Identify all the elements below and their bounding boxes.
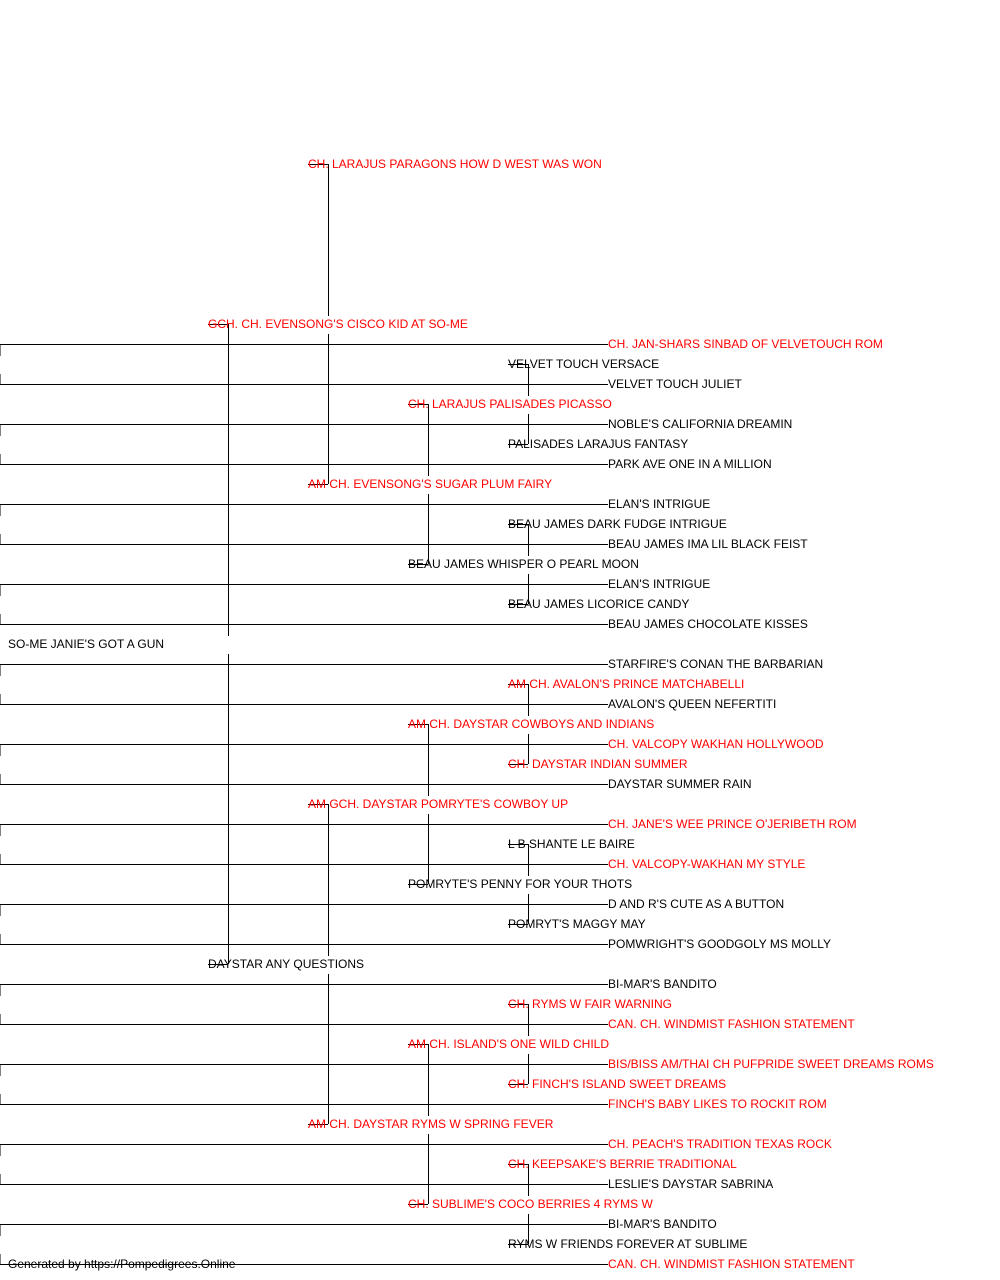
- dog-sire-dam-dam-name[interactable]: BEAU JAMES WHISPER O PEARL MOON: [408, 557, 639, 571]
- dog-dam-sire-dam-sire-sire-name[interactable]: CH. JANE'S WEE PRINCE O'JERIBETH ROM: [608, 817, 857, 831]
- dog-dam-dam-dam-sire-name[interactable]: CH. KEEPSAKE'S BERRIE TRADITIONAL: [508, 1157, 737, 1171]
- dog-dam-sire-sire-dam-name[interactable]: CH. DAYSTAR INDIAN SUMMER: [508, 757, 688, 771]
- dog-sire-dam-dam-dam-name[interactable]: BEAU JAMES LICORICE CANDY: [508, 597, 690, 611]
- generated-by-footer: Generated by https://Pompedigrees.Online: [8, 1257, 236, 1271]
- dog-sire-dam-sire-sire-name[interactable]: VELVET TOUCH VERSACE: [508, 357, 660, 371]
- dog-dam-dam-sire-dam-dam-name[interactable]: FINCH'S BABY LIKES TO ROCKIT ROM: [608, 1097, 827, 1111]
- dog-dam-sire-dam-dam-sire-name[interactable]: D AND R'S CUTE AS A BUTTON: [608, 897, 785, 911]
- dog-dam-sire-dam-name[interactable]: POMRYTE'S PENNY FOR YOUR THOTS: [408, 877, 633, 891]
- dog-sire-dam-sire-sire-sire-name[interactable]: CH. JAN-SHARS SINBAD OF VELVETOUCH ROM: [608, 337, 883, 351]
- dog-sire-dam-sire-name[interactable]: CH. LARAJUS PALISADES PICASSO: [408, 397, 612, 411]
- dog-dam-sire-dam-sire-name[interactable]: L B SHANTE LE BAIRE: [508, 837, 635, 851]
- dog-dam-name[interactable]: DAYSTAR ANY QUESTIONS: [208, 957, 365, 971]
- dog-dam-dam-sire-sire-name[interactable]: CH. RYMS W FAIR WARNING: [508, 997, 673, 1011]
- dog-dam-dam-dam-dam-dam-name[interactable]: CAN. CH. WINDMIST FASHION STATEMENT: [608, 1257, 855, 1271]
- dog-sire-dam-dam-dam-sire-name[interactable]: ELAN'S INTRIGUE: [608, 577, 711, 591]
- dog-dam-sire-sire-dam-sire-name[interactable]: CH. VALCOPY WAKHAN HOLLYWOOD: [608, 737, 824, 751]
- dog-sire-dam-dam-dam-dam-name[interactable]: BEAU JAMES CHOCOLATE KISSES: [608, 617, 808, 631]
- dog-sire-dam-name[interactable]: AM CH. EVENSONG'S SUGAR PLUM FAIRY: [308, 477, 553, 491]
- dog-dam-dam-sire-dam-sire-name[interactable]: BIS/BISS AM/THAI CH PUFPRIDE SWEET DREAM…: [608, 1057, 934, 1071]
- dog-sire-dam-dam-sire-dam-name[interactable]: BEAU JAMES IMA LIL BLACK FEIST: [608, 537, 808, 551]
- dog-dam-dam-dam-sire-dam-name[interactable]: LESLIE'S DAYSTAR SABRINA: [608, 1177, 774, 1191]
- dog-sire-name[interactable]: GCH. CH. EVENSONG'S CISCO KID AT SO-ME: [208, 317, 468, 331]
- dog-sire-dam-sire-dam-dam-name[interactable]: PARK AVE ONE IN A MILLION: [608, 457, 772, 471]
- dog-sire-dam-sire-sire-dam-name[interactable]: VELVET TOUCH JULIET: [608, 377, 742, 391]
- dog-dam-sire-sire-sire-dam-name[interactable]: AVALON'S QUEEN NEFERTITI: [608, 697, 777, 711]
- dog-dam-sire-sire-sire-sire-name[interactable]: STARFIRE'S CONAN THE BARBARIAN: [608, 657, 824, 671]
- dog-dam-sire-name[interactable]: AM GCH. DAYSTAR POMRYTE'S COWBOY UP: [308, 797, 569, 811]
- dog-dam-sire-sire-sire-name[interactable]: AM CH. AVALON'S PRINCE MATCHABELLI: [508, 677, 745, 691]
- dog-sire-dam-dam-sire-sire-name[interactable]: ELAN'S INTRIGUE: [608, 497, 711, 511]
- dog-sire-dam-dam-sire-name[interactable]: BEAU JAMES DARK FUDGE INTRIGUE: [508, 517, 727, 531]
- dog-name[interactable]: SO-ME JANIE'S GOT A GUN: [8, 637, 165, 651]
- dog-sire-dam-sire-dam-sire-name[interactable]: NOBLE'S CALIFORNIA DREAMIN: [608, 417, 793, 431]
- dog-dam-dam-dam-sire-sire-name[interactable]: CH. PEACH'S TRADITION TEXAS ROCK: [608, 1137, 832, 1151]
- dog-dam-dam-dam-name[interactable]: CH. SUBLIME'S COCO BERRIES 4 RYMS W: [408, 1197, 653, 1211]
- dog-sire-dam-sire-dam-name[interactable]: PALISADES LARAJUS FANTASY: [508, 437, 689, 451]
- dog-dam-dam-sire-sire-dam-name[interactable]: CAN. CH. WINDMIST FASHION STATEMENT: [608, 1017, 855, 1031]
- dog-dam-dam-dam-dam-name[interactable]: RYMS W FRIENDS FOREVER AT SUBLIME: [508, 1237, 748, 1251]
- dog-dam-sire-sire-name[interactable]: AM CH. DAYSTAR COWBOYS AND INDIANS: [408, 717, 655, 731]
- dog-dam-dam-sire-name[interactable]: AM CH. ISLAND'S ONE WILD CHILD: [408, 1037, 609, 1051]
- dog-dam-sire-sire-dam-dam-name[interactable]: DAYSTAR SUMMER RAIN: [608, 777, 752, 791]
- dog-dam-dam-dam-dam-sire-name[interactable]: BI-MAR'S BANDITO: [608, 1217, 717, 1231]
- dog-dam-dam-name[interactable]: AM CH. DAYSTAR RYMS W SPRING FEVER: [308, 1117, 554, 1131]
- dog-sire-sire-name[interactable]: CH. LARAJUS PARAGONS HOW D WEST WAS WON: [308, 157, 602, 171]
- dog-dam-sire-dam-dam-name[interactable]: POMRYT'S MAGGY MAY: [508, 917, 646, 931]
- dog-dam-sire-dam-sire-dam-name[interactable]: CH. VALCOPY-WAKHAN MY STYLE: [608, 857, 806, 871]
- dog-dam-dam-sire-dam-name[interactable]: CH. FINCH'S ISLAND SWEET DREAMS: [508, 1077, 727, 1091]
- dog-dam-dam-sire-sire-sire-name[interactable]: BI-MAR'S BANDITO: [608, 977, 717, 991]
- dog-dam-sire-dam-dam-dam-name[interactable]: POMWRIGHT'S GOODGOLY MS MOLLY: [608, 937, 831, 951]
